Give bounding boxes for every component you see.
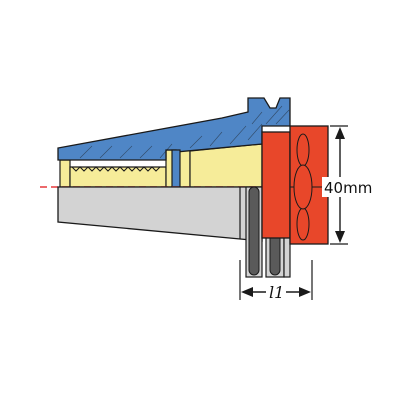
diameter-dimension: 40mm [322,125,380,245]
taper-body [57,186,263,242]
diameter-label: 40mm [324,179,372,197]
retention-nut [261,125,329,245]
taper-cross-section [57,97,291,188]
length-label: l1 [269,283,284,302]
length-dimension: l1 [239,260,313,302]
